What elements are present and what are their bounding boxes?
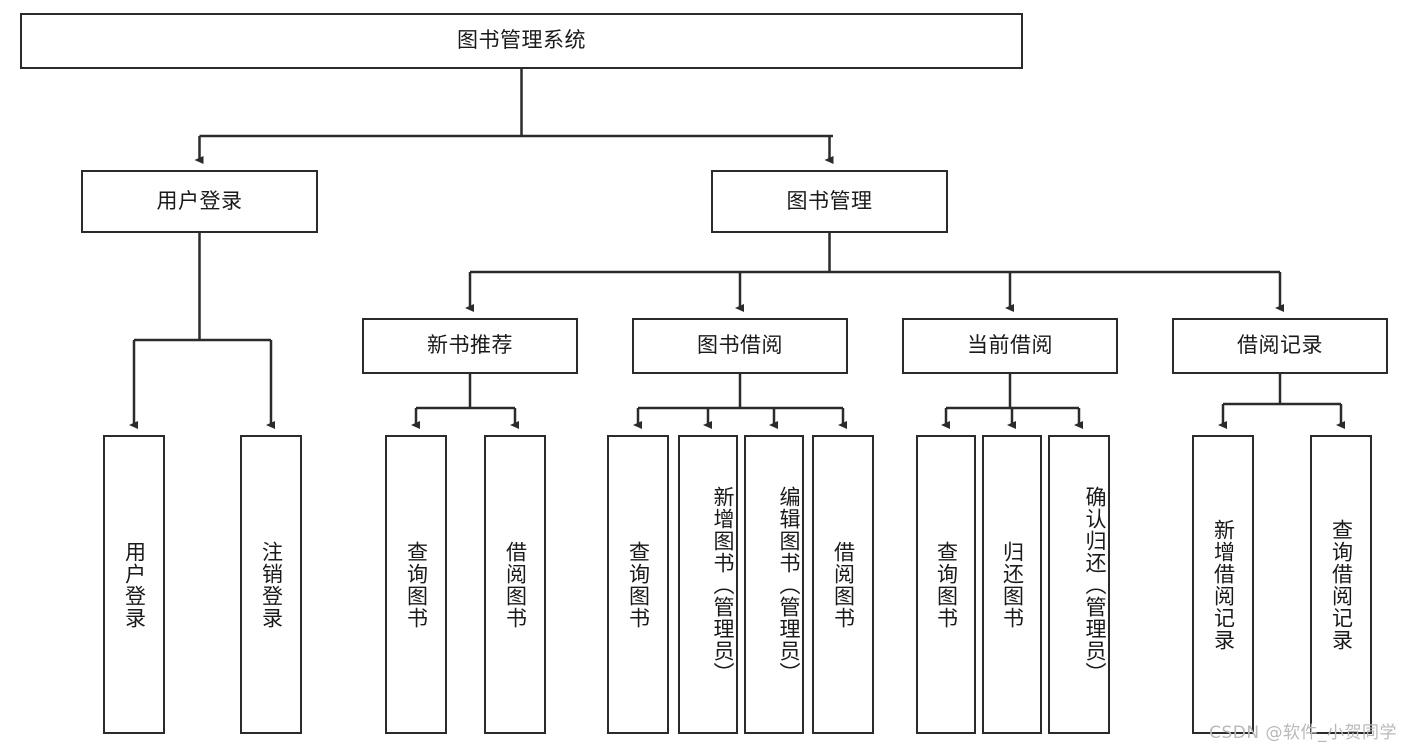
node-user-login[interactable]: 用户登录 — [81, 170, 318, 233]
node-leaf-query-book-1[interactable]: 查询图书 — [385, 435, 447, 734]
node-leaf-return-book[interactable]: 归还图书 — [982, 435, 1042, 734]
node-root[interactable]: 图书管理系统 — [20, 13, 1023, 69]
node-leaf-confirm-return[interactable]: 确认归还（管理员） — [1048, 435, 1110, 734]
node-current-borrow[interactable]: 当前借阅 — [902, 318, 1118, 374]
node-borrow-record[interactable]: 借阅记录 — [1172, 318, 1388, 374]
node-leaf-query-record[interactable]: 查询借阅记录 — [1310, 435, 1372, 734]
node-leaf-logout[interactable]: 注销登录 — [240, 435, 302, 734]
node-leaf-borrow-book-1[interactable]: 借阅图书 — [484, 435, 546, 734]
watermark-label: CSDN @软件_小贺同学 — [1209, 723, 1397, 743]
node-leaf-query-book-3[interactable]: 查询图书 — [916, 435, 976, 734]
node-book-borrow[interactable]: 图书借阅 — [632, 318, 848, 374]
node-leaf-query-book-2[interactable]: 查询图书 — [607, 435, 669, 734]
node-leaf-user-login[interactable]: 用户登录 — [103, 435, 165, 734]
node-leaf-add-book[interactable]: 新增图书（管理员） — [678, 435, 738, 734]
node-new-book-rec[interactable]: 新书推荐 — [362, 318, 578, 374]
node-leaf-edit-book[interactable]: 编辑图书（管理员） — [744, 435, 804, 734]
node-leaf-borrow-book-2[interactable]: 借阅图书 — [812, 435, 874, 734]
node-leaf-add-record[interactable]: 新增借阅记录 — [1192, 435, 1254, 734]
node-book-manage[interactable]: 图书管理 — [711, 170, 948, 233]
